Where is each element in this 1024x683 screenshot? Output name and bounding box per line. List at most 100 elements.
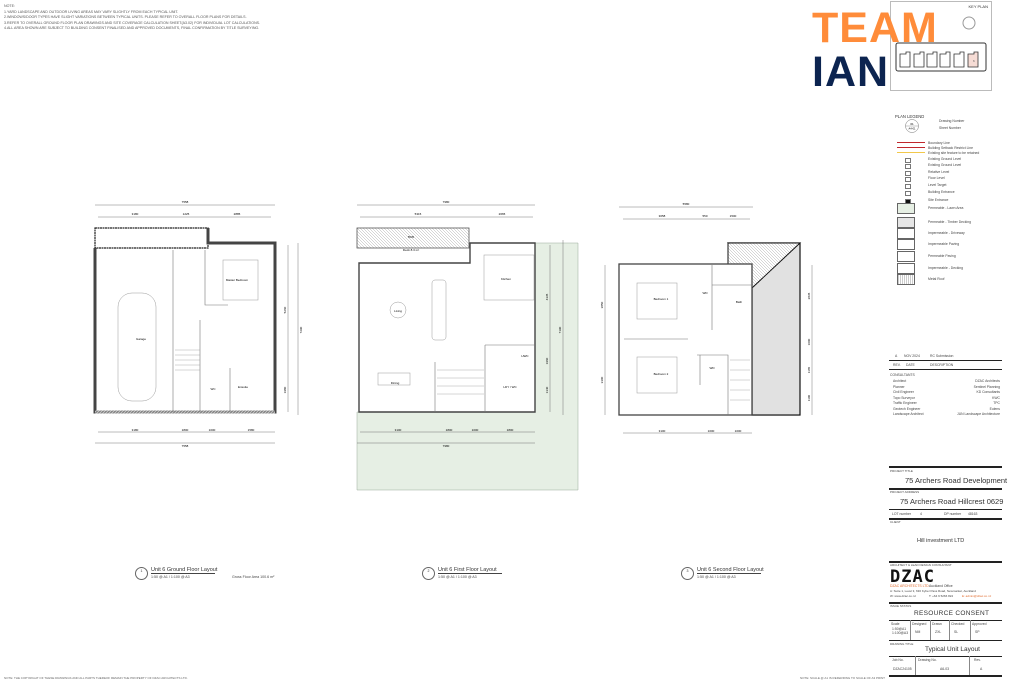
- dimension-label: 4335: [545, 293, 549, 300]
- legend-item-label: Impermeable Paving: [928, 242, 960, 246]
- dimension-label: 1165: [807, 366, 811, 373]
- sign-table-value: ZXL: [935, 630, 942, 634]
- architect-address: A: Suite 1, Level 3, 630 Kyber Pass Road…: [890, 589, 976, 593]
- plan-scale: 1:50 @ A1 / 1:100 @ A3: [697, 575, 736, 579]
- rev-header: REV.: [893, 363, 901, 367]
- dimension-label: 7290: [299, 326, 303, 333]
- car-outline: [117, 292, 157, 402]
- dimension-label: 1960: [545, 357, 549, 364]
- room-label-ensuite: Ensuite: [238, 385, 248, 389]
- dimension-label: 5535: [408, 235, 415, 239]
- deck: [356, 227, 470, 249]
- dimension-label: 3180: [132, 212, 139, 216]
- legend-item-label: Permeable Paving: [928, 254, 956, 258]
- dimension-label: 1800: [507, 428, 514, 432]
- project-title-label: PROJECT TITLE: [890, 469, 913, 473]
- drawing-number-label: Drawing No.: [918, 658, 937, 662]
- consultant-role: Topo Surveyor: [893, 395, 915, 400]
- drawing-number: A6-03: [940, 667, 950, 671]
- dimension-label: 550: [702, 214, 707, 218]
- legend-title: PLAN LEGEND: [895, 114, 925, 119]
- legend-sheet-number: Sheet Number: [939, 126, 961, 130]
- general-notes: NOTE: 1.YARD LANDSCAPE AND OUTDOOR LIVIN…: [4, 4, 260, 32]
- architect-email: E: admin@dzac.co.nz: [962, 594, 992, 598]
- svg-text:01: 01: [910, 122, 914, 126]
- dimension-label: 1580: [248, 428, 255, 432]
- svg-text:A4-01: A4-01: [909, 127, 916, 131]
- dimension-label: 3850: [600, 301, 604, 308]
- job-label: Job No.: [892, 658, 904, 662]
- architect-web: W: www.dzac.co.nz: [890, 594, 916, 598]
- key-plan-diagram: 6: [895, 16, 987, 72]
- brand-part1: TEAM: [812, 4, 938, 52]
- description-header: DESCRIPTION: [930, 363, 954, 367]
- legend-swatch: [897, 217, 915, 228]
- dimension-label: 1340: [545, 386, 549, 393]
- legend-item-label: Permeable - Timber Decking: [928, 220, 971, 224]
- drawing-number-bubble: 3: [681, 567, 694, 580]
- drawing-title: Typical Unit Layout: [925, 646, 980, 653]
- dimension-label: 7558: [182, 200, 189, 204]
- dining-table: [377, 372, 411, 386]
- room-label-hwc: HWC: [521, 354, 529, 358]
- legend-drawing-number: Drawing Number: [939, 119, 965, 123]
- dimension-label: 5260: [283, 306, 287, 313]
- ground-floor-plan: Garage Master Bedroom Ensuite WC 7558 31…: [93, 200, 303, 448]
- legend-swatch: [905, 191, 911, 196]
- drawing-number-symbol: 01 A4-01: [905, 119, 919, 133]
- room-label-master-bedroom: Master Bedroom: [226, 278, 249, 282]
- consultant-name: DZAC Architects: [975, 379, 1000, 383]
- dimension-label: 3300: [600, 376, 604, 383]
- legend-swatch: [897, 152, 925, 153]
- architect-company: DZAC ARCHITECTS LTD: [890, 584, 929, 588]
- legend-item-label: Level Target: [928, 183, 947, 187]
- project-title: 75 Archers Road Development: [905, 476, 1008, 485]
- dp-number: 48163: [968, 512, 978, 516]
- legend-swatch: [905, 171, 911, 176]
- architect-label: ARCHITECT & LEAD DESIGN CONSULTANT: [890, 563, 952, 567]
- legend-swatch: [897, 251, 915, 262]
- legend-swatch: [905, 158, 911, 163]
- architect-phone: T: +64 9 5266 824: [929, 594, 954, 598]
- issue-status: RESOURCE CONSENT: [914, 610, 990, 617]
- dzac-logo: DZAC: [890, 567, 935, 587]
- dimension-label: 1000: [209, 428, 216, 432]
- project-address: 75 Archers Road Hillcrest 0629: [900, 497, 1004, 506]
- legend-item-label: Floor Level: [928, 176, 945, 180]
- dimension-label: 1500: [730, 214, 737, 218]
- date-header: DATE: [906, 363, 915, 367]
- dimension-label: 3180: [132, 428, 139, 432]
- legend-item-label: Metal Roof: [928, 277, 945, 281]
- sign-table-header: Scale: [891, 622, 900, 626]
- legend-swatch: [897, 147, 925, 148]
- footer-copyright: NOTE: THE COPYRIGHT OF THESE DRAWINGS AN…: [4, 676, 188, 680]
- legend-item-label: Impermeable - Decking: [928, 266, 964, 270]
- dimension-label: 1225: [183, 212, 190, 216]
- consultant-role: Architect: [893, 379, 907, 383]
- room-label-wc: WC: [211, 387, 217, 391]
- dp-label: DP number: [944, 512, 962, 516]
- rev-description: RC Submission: [930, 354, 954, 358]
- room-label-dining: Dining: [391, 381, 400, 385]
- sign-table-header: Approved: [972, 622, 987, 626]
- sign-table-header: Checked: [951, 622, 965, 626]
- room-label-living: Living: [394, 309, 402, 313]
- legend-swatch: [897, 203, 915, 214]
- sofa: [431, 279, 447, 341]
- legend-swatch: [897, 228, 915, 239]
- dimension-label: 5580: [683, 202, 690, 206]
- dimension-label: 2835: [807, 292, 811, 299]
- gross-floor-area: Gross Floor Area 100.6 m²: [232, 575, 275, 579]
- legend-item-label: Impermeable - Driveway: [928, 231, 965, 235]
- legend-swatch: [897, 239, 915, 250]
- rev-label: Rev.: [974, 658, 981, 662]
- room-label-bedroom-1: Bedroom 1: [654, 297, 669, 301]
- plan-scale: 1:50 @ A1 / 1:100 @ A3: [438, 575, 477, 579]
- dimension-label: 7980: [443, 444, 450, 448]
- room-label-garage: Garage: [136, 337, 146, 341]
- consultant-role: Planner: [893, 384, 905, 389]
- legend-item-label: Building Setback Restrict Line: [928, 146, 974, 150]
- north-arrow-icon: [962, 16, 976, 30]
- sign-table-value: SP: [975, 630, 980, 634]
- client-name: Hill investment LTD: [917, 538, 965, 544]
